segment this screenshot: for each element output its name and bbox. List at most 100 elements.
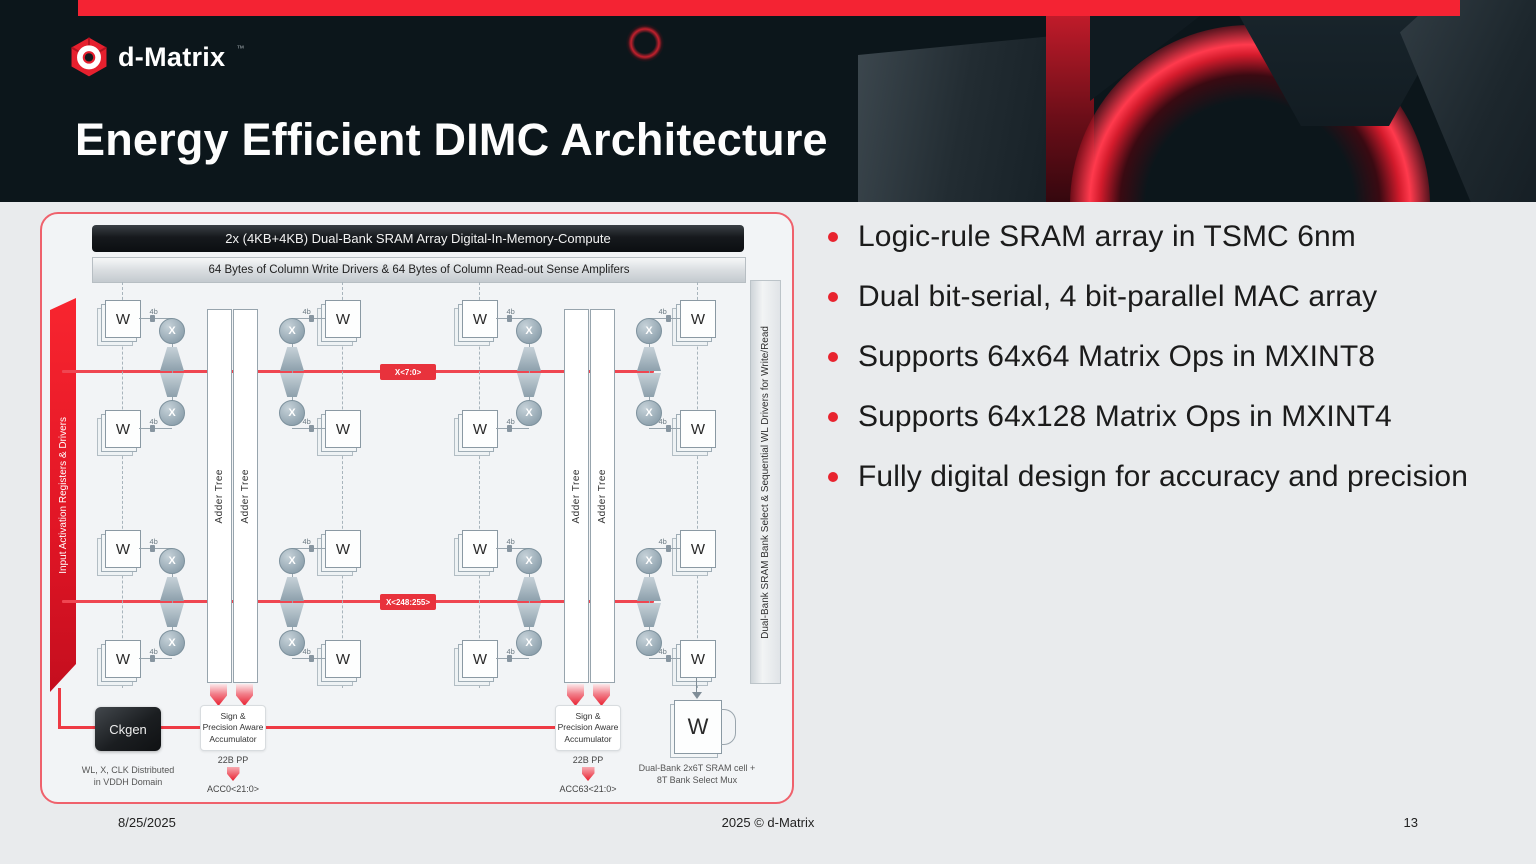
weight-cell: W xyxy=(105,640,141,678)
pp-label: 22B PP xyxy=(572,755,604,765)
multiplier-icon-label: X xyxy=(168,555,176,567)
bit-width-label-label: 4b xyxy=(658,417,667,426)
bit-width-label: 4b xyxy=(507,417,515,426)
adder-tree-column: Adder Tree xyxy=(207,309,232,683)
input-activation-ribbon: Input Activation Registers & Drivers xyxy=(50,298,76,692)
weight-cell: W xyxy=(105,410,141,448)
sram-cell-w-label: W xyxy=(687,714,709,739)
accumulator-group-right: Sign & Precision Aware Accumulator 22B P… xyxy=(555,705,621,794)
bullet-dot xyxy=(828,412,838,422)
bit-width-label: 4b xyxy=(150,417,158,426)
weight-wire xyxy=(292,318,325,319)
multiplier-icon-label: X xyxy=(645,555,653,567)
bullet-item: Supports 64x128 Matrix Ops in MXINT4 xyxy=(828,393,1528,441)
weight-cell-label: W xyxy=(690,540,706,558)
bit-width-label-label: 4b xyxy=(506,417,515,426)
bit-width-label: 4b xyxy=(659,537,667,546)
bullet-dot xyxy=(828,472,838,482)
weight-cell-label: W xyxy=(335,650,351,668)
multiplier-icon-label: X xyxy=(288,555,296,567)
multiplier-icon: X xyxy=(159,630,185,656)
weight-wire xyxy=(292,428,325,429)
bit-width-label: 4b xyxy=(150,647,158,656)
bullet-text: Supports 64x64 Matrix Ops in MXINT8 xyxy=(858,340,1376,373)
multiplier-icon-label: X xyxy=(168,637,176,649)
weight-wire xyxy=(292,658,325,659)
multiplier-icon-label: X xyxy=(168,325,176,337)
latch-icon xyxy=(666,544,671,552)
x-bus-bottom-label: X<248:255> xyxy=(380,594,436,610)
x-bus-top-label: X<7:0> xyxy=(380,364,436,380)
bit-width-label-label: 4b xyxy=(149,417,158,426)
bit-width-label: 4b xyxy=(150,307,158,316)
bit-width-label-label: 4b xyxy=(658,307,667,316)
down-arrow-icon xyxy=(581,767,595,781)
diagram-subtitle-bar: 64 Bytes of Column Write Drivers & 64 By… xyxy=(92,257,746,283)
adder-tree-label: Adder Tree xyxy=(571,468,582,524)
column-dashed-line xyxy=(479,282,480,688)
multiplier-icon: X xyxy=(516,630,542,656)
column-dashed-line xyxy=(122,282,123,688)
bullet-dot xyxy=(828,292,838,302)
pp-label: 22B PP xyxy=(217,755,249,765)
weight-cell-label: W xyxy=(472,420,488,438)
bit-width-label: 4b xyxy=(303,417,311,426)
weight-wire xyxy=(139,428,172,429)
column-dashed-line xyxy=(697,282,698,688)
weight-wire xyxy=(139,658,172,659)
multiplier-icon: X xyxy=(279,400,305,426)
weight-wire xyxy=(649,548,680,549)
dmatrix-logo: d-Matrix ™ xyxy=(70,36,244,78)
accumulator-group-left: Sign & Precision Aware Accumulator 22B P… xyxy=(200,705,266,794)
dimc-diagram-panel: 2x (4KB+4KB) Dual-Bank SRAM Array Digita… xyxy=(40,212,794,804)
bit-width-label-label: 4b xyxy=(658,647,667,656)
latch-icon xyxy=(309,544,314,552)
bit-width-label-label: 4b xyxy=(302,647,311,656)
bullet-text: Logic-rule SRAM array in TSMC 6nm xyxy=(858,220,1356,253)
latch-icon xyxy=(507,654,512,662)
weight-cell: W xyxy=(105,300,141,338)
dmatrix-hexagon-icon xyxy=(71,37,107,77)
acc-output-label: ACC0<21:0> xyxy=(206,784,260,794)
weight-cell: W xyxy=(680,530,716,568)
multiplier-icon: X xyxy=(636,318,662,344)
weight-cell: W xyxy=(680,640,716,678)
driver-up-icon xyxy=(280,347,304,371)
latch-icon xyxy=(150,654,155,662)
multiplier-icon-label: X xyxy=(288,407,296,419)
bullet-item: Supports 64x64 Matrix Ops in MXINT8 xyxy=(828,333,1528,381)
page-title: Energy Efficient DIMC Architecture xyxy=(75,114,828,165)
latch-icon xyxy=(150,314,155,322)
multiplier-icon: X xyxy=(159,400,185,426)
latch-icon xyxy=(150,424,155,432)
bit-width-label-label: 4b xyxy=(149,647,158,656)
hexagon-facet-art xyxy=(858,36,1048,202)
adder-tree-label: Adder Tree xyxy=(240,468,251,524)
weight-cell: W xyxy=(462,530,498,568)
multiplier-icon: X xyxy=(636,630,662,656)
x-bus-bottom xyxy=(62,600,654,603)
input-activation-label: Input Activation Registers & Drivers xyxy=(57,416,69,574)
latch-icon xyxy=(666,424,671,432)
adder-tree-label: Adder Tree xyxy=(214,468,225,524)
weight-cell-label: W xyxy=(690,420,706,438)
bit-width-label: 4b xyxy=(303,537,311,546)
driver-down-icon xyxy=(160,603,184,627)
accumulator-box: Sign & Precision Aware Accumulator xyxy=(555,705,621,751)
adder-tree-column: Adder Tree xyxy=(590,309,615,683)
weight-cell: W xyxy=(462,300,498,338)
weight-cell-label: W xyxy=(115,540,131,558)
weight-wire xyxy=(649,318,680,319)
driver-down-icon xyxy=(637,603,661,627)
bit-width-label: 4b xyxy=(659,647,667,656)
down-arrow-icon xyxy=(226,767,240,781)
red-ring-decoration xyxy=(626,24,664,62)
driver-up-icon xyxy=(160,577,184,601)
sram-cell-caption: Dual-Bank 2x6T SRAM cell + 8T Bank Selec… xyxy=(638,763,756,786)
multiplier-icon: X xyxy=(279,548,305,574)
bit-width-label: 4b xyxy=(150,537,158,546)
